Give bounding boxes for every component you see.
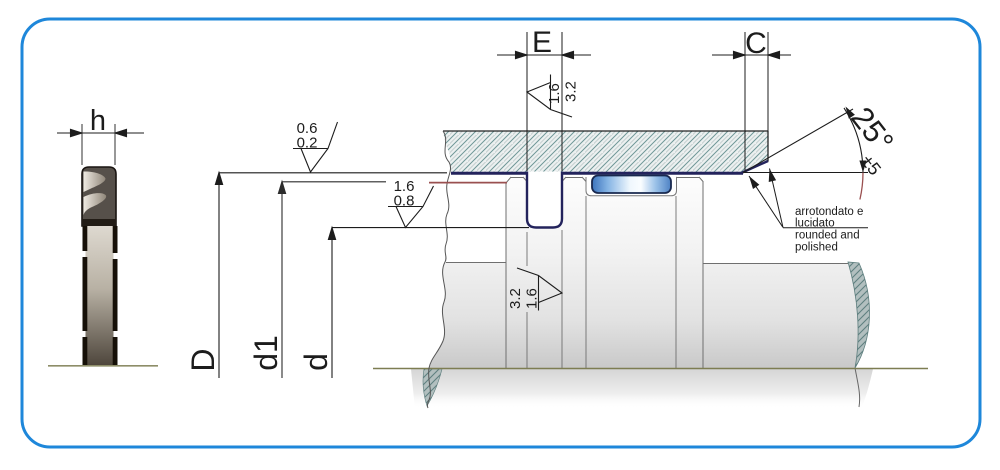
finish-note: arrotondato e lucidato rounded and polis… <box>795 206 863 254</box>
arc-arrow-icon <box>845 106 855 119</box>
leader-arrow-icon <box>749 176 760 189</box>
rod-lower-half <box>411 369 873 409</box>
arrow-right-icon <box>69 128 84 138</box>
rod-roughness-max: 1.6 <box>394 178 415 195</box>
dimension-d <box>327 225 529 378</box>
d-label: d <box>298 353 334 371</box>
dimension-E <box>497 32 591 171</box>
arrow-up-icon <box>327 225 337 241</box>
housing-hatch <box>443 131 768 173</box>
dimension-d1 <box>277 179 386 378</box>
arrow-left-icon <box>113 128 128 138</box>
d1-label: d1 <box>248 335 284 371</box>
frame-border <box>20 17 982 449</box>
note-line-4: polished <box>795 242 838 254</box>
arrow-right-icon <box>732 50 747 60</box>
groove-side-roughness-outer: 3.2 <box>563 81 580 102</box>
surface-roughness-icon-bore <box>293 121 339 174</box>
arrow-up-icon <box>277 179 287 195</box>
seal-ring-body <box>85 226 114 366</box>
h-dimension <box>57 124 144 165</box>
arrow-up-icon <box>214 170 224 186</box>
note-line-2: lucidato <box>795 218 835 230</box>
piston-body <box>373 130 928 409</box>
dimension-C <box>712 32 791 170</box>
note-leader <box>748 168 868 229</box>
groove-base-roughness-outer: 3.2 <box>507 288 524 309</box>
arrow-left-icon <box>560 50 575 60</box>
angle-arc-tolerance-tail <box>859 172 864 200</box>
arc-arrow-icon <box>859 160 867 173</box>
seal-ring-edges <box>82 226 118 366</box>
note-line-1: arrotondato e <box>795 206 863 218</box>
surface-roughness-icon-groove-side <box>525 74 573 118</box>
angle-annotation <box>742 106 868 200</box>
C-label: C <box>745 27 767 60</box>
arrow-right-icon <box>514 50 529 60</box>
seal-lip-notch-lower <box>83 193 107 215</box>
D-label: D <box>185 348 221 371</box>
rod-roughness-min: 0.8 <box>394 193 415 210</box>
bore-roughness-max: 0.6 <box>297 120 318 137</box>
seal-cap-base <box>82 219 116 226</box>
groove-base-roughness-inner: 1.6 <box>524 288 541 309</box>
groove-side-roughness-inner: 1.6 <box>546 83 563 104</box>
angle-tolerance-label: ±5 <box>857 151 885 179</box>
arrow-left-icon <box>766 50 781 60</box>
E-label: E <box>532 26 552 59</box>
guide-ring <box>591 174 672 194</box>
seal-profile-figure <box>48 166 158 367</box>
note-line-3: rounded and <box>795 230 860 242</box>
rod-silhouette <box>429 177 859 368</box>
break-line-wavy <box>426 130 452 409</box>
bore-roughness-min: 0.2 <box>297 135 318 152</box>
housing-section <box>443 130 769 175</box>
surface-roughness-icon-groove-base <box>516 267 564 311</box>
dimension-D <box>214 170 447 378</box>
seal-groove <box>525 171 564 229</box>
seal-lip-notch-upper <box>83 171 106 192</box>
h-label: h <box>90 105 106 137</box>
leader-arrow-icon <box>768 168 777 183</box>
surface-roughness-icon-rod <box>388 185 434 229</box>
